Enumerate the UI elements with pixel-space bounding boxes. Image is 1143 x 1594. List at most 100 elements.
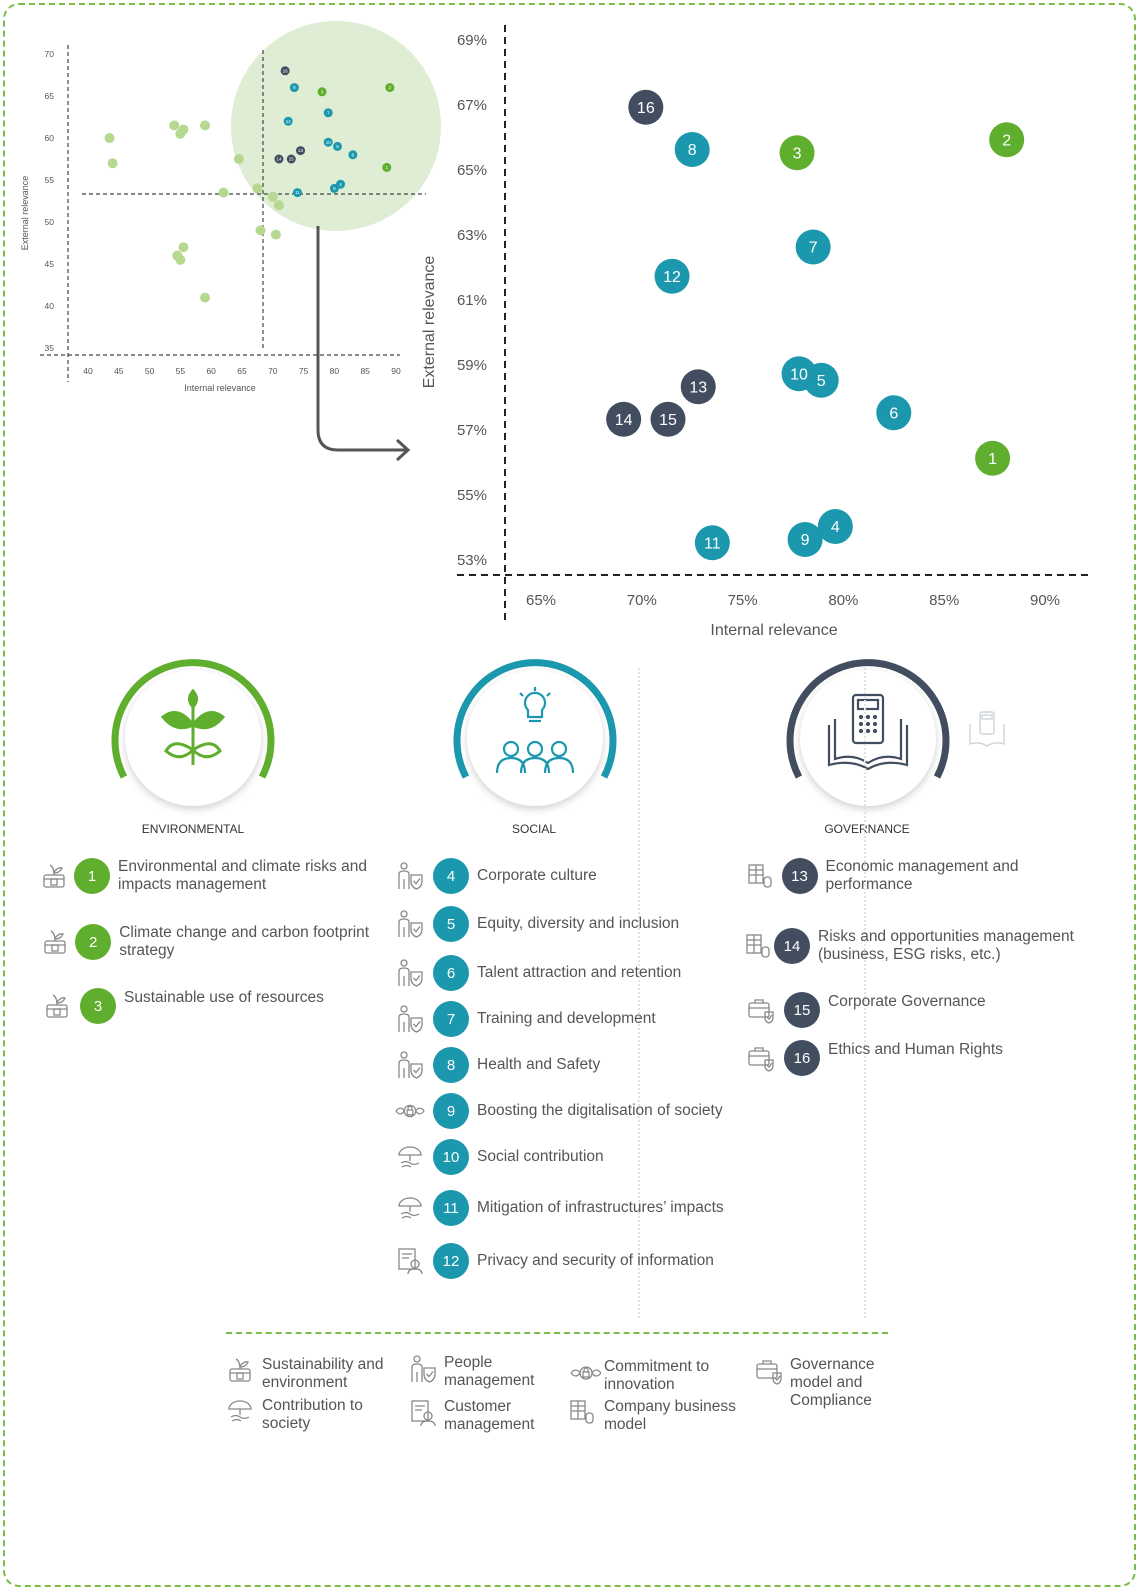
people-icon [408,1354,438,1384]
small-point-10: 10 [323,137,333,147]
innovation-icon [393,1094,427,1128]
society-icon [393,1191,427,1225]
small-faded-point [273,200,284,211]
people-icon [393,956,427,990]
small-faded-point [178,242,189,253]
item-number-badge: 10 [433,1139,469,1175]
small-point-label: 6 [352,152,355,157]
governance-icon [744,993,778,1027]
large-y-axis-label: External relevance [421,256,438,389]
small-x-axis-label: Internal relevance [184,383,256,393]
item-number-badge: 7 [433,1001,469,1037]
people-icon [393,1048,427,1082]
legend-divider [226,1332,888,1334]
innovation-icon [568,1358,602,1388]
governance-icon [744,1041,778,1075]
item-number-badge: 12 [433,1243,469,1279]
legend-text: Customer management [444,1398,535,1433]
small-point-marker [280,66,290,76]
large-point-label: 8 [688,142,697,159]
list-item-gov-14: 14 Risks and opportunities management (b… [744,928,1089,964]
small-y-tick-label: 65 [45,91,55,101]
legend-item-innovation: Commitment to innovation [568,1358,748,1394]
small-point-marker [385,83,395,93]
small-point-3: 3 [317,87,327,97]
legend-text: Governance model and Compliance [790,1356,875,1409]
legend-text: Company business model [604,1398,736,1433]
large-point-14: 14 [606,401,642,437]
small-point-label: 3 [321,89,324,94]
small-point-9: 9 [329,183,339,193]
large-point-label: 2 [1002,132,1011,149]
sustainability-icon [40,859,68,893]
large-point-label: 5 [817,373,826,390]
small-point-label: 5 [336,144,339,149]
large-point-4: 4 [817,509,853,544]
item-text: Mitigation of infrastructures’ impacts [477,1199,724,1216]
large-point-marker [654,258,690,294]
item-number-badge: 1 [74,858,110,894]
large-point-marker [779,135,815,171]
large-y-tick-label: 63% [457,227,487,244]
large-y-tick-label: 55% [457,487,487,504]
large-point-1: 1 [975,440,1011,476]
small-point-12: 12 [283,116,293,126]
small-point-11: 11 [292,188,302,198]
governance-icon [754,1356,784,1386]
small-x-tick-label: 55 [176,366,186,376]
small-point-marker [348,150,358,160]
small-point-6: 6 [348,150,358,160]
business-model-icon [568,1398,598,1428]
people-icon [393,907,427,941]
small-y-tick-label: 50 [45,217,55,227]
list-item-soc-9: 9 Boosting the digitalisation of society [393,1093,738,1129]
item-number-badge: 3 [80,988,116,1024]
small-point-marker [317,87,327,97]
item-number-badge: 2 [75,924,112,960]
sustainability-icon [40,989,74,1023]
item-text: Talent attraction and retention [477,964,682,981]
large-point-label: 13 [689,379,707,396]
large-x-axis-label: Internal relevance [710,622,837,639]
item-text: Training and development [477,1010,656,1027]
large-y-tick-label: 61% [457,292,487,309]
small-point-2: 2 [385,83,395,93]
small-faded-point [169,120,180,131]
small-x-tick-label: 60 [206,366,216,376]
list-item-env-1: 1 Environmental and climate risks and im… [40,858,385,894]
large-point-3: 3 [779,135,815,171]
large-x-tick-label: 90% [1030,592,1060,609]
small-point-label: 4 [339,182,342,187]
small-point-13: 13 [296,146,306,156]
large-x-tick-label: 65% [526,592,556,609]
list-item-soc-7: 7 Training and development [393,1001,738,1037]
item-text: Boosting the digitalisation of society [477,1102,723,1119]
item-text: Environmental and climate risks and impa… [118,858,367,893]
legend-text: Sustainability and environment [262,1356,384,1391]
large-point-label: 6 [889,405,898,422]
large-point-marker [606,401,642,437]
large-y-tick-label: 65% [457,162,487,179]
small-faded-point [255,225,266,236]
small-faded-point [200,292,211,303]
large-point-marker [650,401,686,437]
environmental-badge [111,659,275,806]
large-point-9: 9 [787,522,823,557]
item-number-badge: 9 [433,1093,469,1129]
small-point-8: 8 [289,83,299,93]
large-point-label: 14 [615,412,633,429]
customer-icon [393,1244,427,1278]
small-point-marker [286,154,296,164]
small-x-tick-label: 70 [268,366,278,376]
governance-badge [786,659,950,806]
large-point-2: 2 [989,122,1025,158]
book-calculator-icon [827,693,909,771]
small-faded-point [200,120,211,131]
large-point-label: 11 [704,535,721,552]
small-y-tick-label: 35 [45,343,55,353]
small-faded-point [218,187,229,198]
small-point-marker [292,188,302,198]
small-point-label: 8 [293,85,296,90]
large-point-label: 1 [988,451,997,468]
